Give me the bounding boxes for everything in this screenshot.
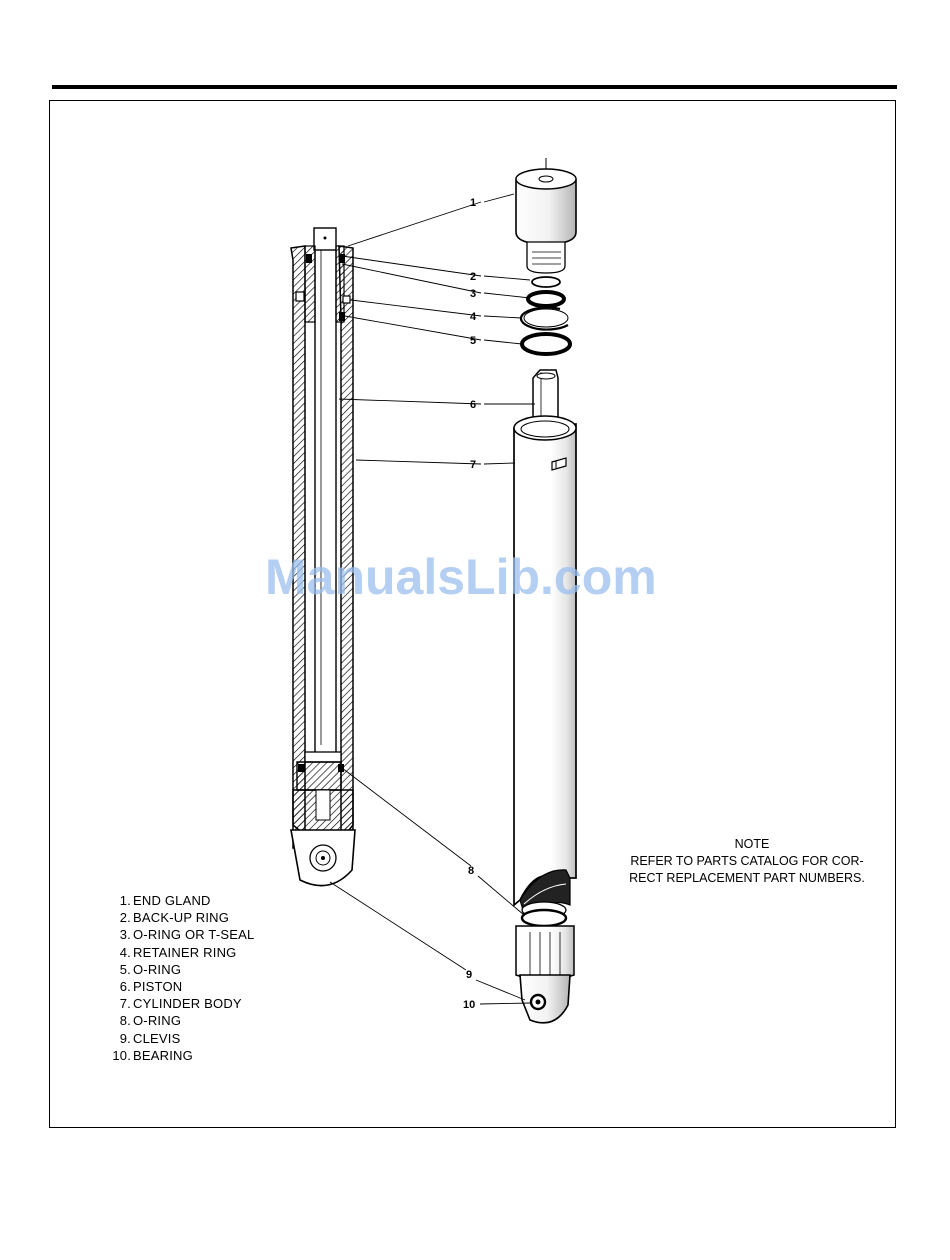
watermark: ManualsLib.com [265,548,657,606]
parts-legend: 1.END GLAND 2.BACK-UP RING 3.O-RING OR T… [100,892,254,1064]
o-ring-t-seal-drawing [528,292,564,306]
legend-item: 8.O-RING [100,1012,254,1029]
legend-label: END GLAND [131,892,211,909]
legend-item: 10.BEARING [100,1047,254,1064]
note-block: NOTE REFER TO PARTS CATALOG FOR COR- REC… [612,836,882,887]
legend-item: 7.CYLINDER BODY [100,995,254,1012]
callout-7: 7 [470,459,476,471]
legend-label: RETAINER RING [131,944,236,961]
legend-label: BACK-UP RING [131,909,229,926]
retainer-ring-drawing [521,308,568,330]
callout-2: 2 [470,271,476,283]
legend-label: CYLINDER BODY [131,995,242,1012]
legend-label: O-RING OR T-SEAL [131,926,254,943]
back-up-ring-drawing [532,277,560,287]
callout-8: 8 [468,865,474,877]
legend-label: BEARING [131,1047,193,1064]
callout-4: 4 [470,311,477,323]
callout-6: 6 [470,399,476,411]
callout-3: 3 [470,288,476,300]
legend-label: CLEVIS [131,1030,180,1047]
callout-10: 10 [463,999,475,1011]
legend-label: O-RING [131,1012,181,1029]
legend-label: O-RING [131,961,181,978]
legend-item: 4.RETAINER RING [100,944,254,961]
callout-9: 9 [466,969,472,981]
piston-head-section [305,752,341,762]
note-title: NOTE [612,836,882,853]
legend-item: 9.CLEVIS [100,1030,254,1047]
legend-item: 3.O-RING OR T-SEAL [100,926,254,943]
note-line-2: RECT REPLACEMENT PART NUMBERS. [612,870,882,887]
cylinder-body-drawing [514,424,576,905]
legend-item: 5.O-RING [100,961,254,978]
o-ring-drawing [522,334,570,354]
legend-label: PISTON [131,978,182,995]
legend-item: 1.END GLAND [100,892,254,909]
legend-item: 2.BACK-UP RING [100,909,254,926]
legend-item: 6.PISTON [100,978,254,995]
callout-1: 1 [470,197,476,209]
left-wall-section [291,246,305,848]
note-line-1: REFER TO PARTS CATALOG FOR COR- [612,853,882,870]
callout-5: 5 [470,335,476,347]
